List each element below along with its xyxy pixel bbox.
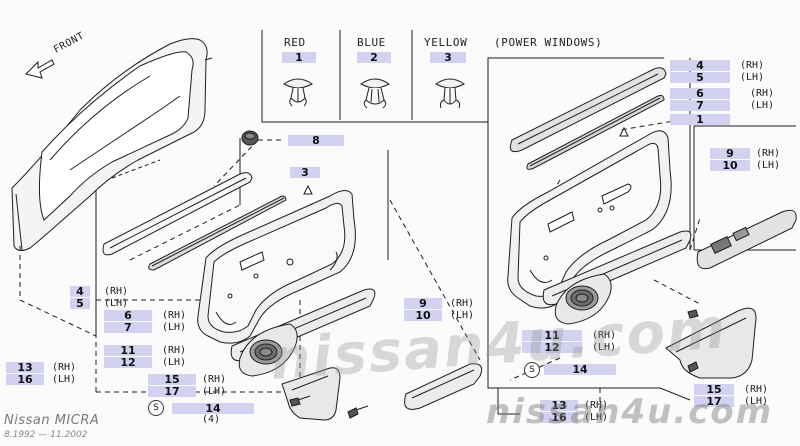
door-trim-panel-left xyxy=(197,190,356,344)
left-armrest-rh-side: (RH) xyxy=(450,298,475,309)
clip-blue-icon xyxy=(360,78,390,109)
left-clip-number: 3 xyxy=(290,167,320,178)
left-assembly-lh-side: (LH) xyxy=(52,374,77,385)
left-screw-symbol-icon: S xyxy=(148,400,164,416)
door-trim-panel-right xyxy=(507,130,672,309)
left-pocket-lh-side: (LH) xyxy=(202,386,227,397)
right-switch-rh-number: 9 xyxy=(710,148,750,159)
seal-strip-upper xyxy=(102,172,253,256)
window-switch-panel xyxy=(696,209,797,270)
screw-icon-right-2 xyxy=(687,361,699,373)
right-screw-number: 14 xyxy=(544,364,616,375)
right-pocket-rh-side: (RH) xyxy=(744,384,769,395)
right-pocket-rh-number: 15 xyxy=(694,384,734,395)
right-strip-upper-lh-number: 5 xyxy=(670,72,730,83)
right-assembly-lh-number: 16 xyxy=(540,412,578,423)
front-arrow-icon xyxy=(25,59,55,79)
left-trim-rh-number: 6 xyxy=(104,310,152,321)
left-seal-lh-number: 5 xyxy=(70,298,90,309)
right-strip-lower-rh-number: 6 xyxy=(670,88,730,99)
clip-red-part-number: 1 xyxy=(282,52,316,63)
clip-red-label: RED xyxy=(284,36,306,49)
right-pocket-lh-number: 17 xyxy=(694,396,734,407)
right-strip-upper-rh-side: (RH) xyxy=(740,60,765,71)
left-armrest-lh-side: (LH) xyxy=(450,310,475,321)
watermark-corner: nissan4u.com xyxy=(486,392,774,432)
left-seal-rh-number: 4 xyxy=(70,286,90,297)
right-panel-lh-side: (LH) xyxy=(592,342,617,353)
screw-icon-right-1 xyxy=(687,309,699,319)
left-screw-number: 14 xyxy=(172,403,254,414)
right-clip-number: 1 xyxy=(670,114,730,125)
right-pocket-lh-side: (LH) xyxy=(744,396,769,407)
right-strip-upper-lh-side: (LH) xyxy=(740,72,765,83)
right-strip-upper-rh-number: 4 xyxy=(670,60,730,71)
left-trim-rh-side: (RH) xyxy=(162,310,187,321)
right-switch-lh-number: 10 xyxy=(710,160,750,171)
clip-yellow-icon xyxy=(435,78,465,109)
clip-cap-icon xyxy=(241,130,259,146)
clip-blue-label: BLUE xyxy=(357,36,386,49)
speaker-grille-icon xyxy=(238,323,298,377)
clip-legend-note: (POWER WINDOWS) xyxy=(494,36,603,49)
left-panel-lh-side: (LH) xyxy=(162,357,187,368)
right-assembly-lh-side: (LH) xyxy=(584,412,609,423)
left-armrest-rh-number: 9 xyxy=(404,298,442,309)
left-assembly-lh-number: 16 xyxy=(6,374,44,385)
left-seal-rh-side: (RH) xyxy=(104,286,129,297)
left-panel-rh-side: (RH) xyxy=(162,345,187,356)
left-pocket-rh-number: 15 xyxy=(148,374,196,385)
left-armrest-lh-number: 10 xyxy=(404,310,442,321)
seal-strip-upper-right xyxy=(509,67,667,153)
right-switch-rh-side: (RH) xyxy=(756,148,781,159)
right-panel-lh-number: 12 xyxy=(522,342,582,353)
left-screw-qty: (4) xyxy=(202,414,221,425)
brand-title: Nissan MICRA xyxy=(4,413,100,428)
left-assembly-rh-number: 13 xyxy=(6,362,44,373)
left-assembly-rh-side: (RH) xyxy=(52,362,77,373)
clip-blue-part-number: 2 xyxy=(357,52,391,63)
right-strip-lower-rh-side: (RH) xyxy=(750,88,775,99)
right-assembly-rh-number: 13 xyxy=(540,400,578,411)
left-pocket-rh-side: (RH) xyxy=(202,374,227,385)
right-strip-lower-lh-number: 7 xyxy=(670,100,730,111)
clip-red-icon xyxy=(283,78,313,107)
right-screw-symbol-icon: S xyxy=(524,362,540,378)
seal-strip-lower xyxy=(148,195,287,271)
clip-yellow-label: YELLOW xyxy=(424,36,468,49)
door-pocket-right xyxy=(665,307,757,379)
right-assembly-rh-side: (RH) xyxy=(584,400,609,411)
door-shell-outline xyxy=(11,38,213,252)
armrest-handle-left xyxy=(404,363,483,410)
left-seal-lh-side: (LH) xyxy=(104,298,129,309)
screw-icon-left-2 xyxy=(347,405,369,419)
seal-strip-lower-right xyxy=(526,95,665,170)
clip-marker-right xyxy=(619,126,629,137)
right-panel-rh-side: (RH) xyxy=(592,330,617,341)
clip-marker-left xyxy=(303,184,313,195)
date-range: 8.1992 — 11.2002 xyxy=(4,430,88,440)
speaker-grille-right-icon xyxy=(554,273,612,325)
left-panel-rh-number: 11 xyxy=(104,345,152,356)
right-switch-lh-side: (LH) xyxy=(756,160,781,171)
right-strip-lower-lh-side: (LH) xyxy=(750,100,775,111)
left-pocket-lh-number: 17 xyxy=(148,386,196,397)
left-panel-lh-number: 12 xyxy=(104,357,152,368)
left-trim-lh-number: 7 xyxy=(104,322,152,333)
right-panel-rh-number: 11 xyxy=(522,330,582,341)
left-trim-lh-side: (LH) xyxy=(162,322,187,333)
left-group-frame xyxy=(95,138,389,336)
screw-icon-left-1 xyxy=(289,395,311,407)
door-pocket-left xyxy=(281,367,341,421)
clip-yellow-part-number: 3 xyxy=(430,52,466,63)
left-clip-cap-number: 8 xyxy=(288,135,344,146)
